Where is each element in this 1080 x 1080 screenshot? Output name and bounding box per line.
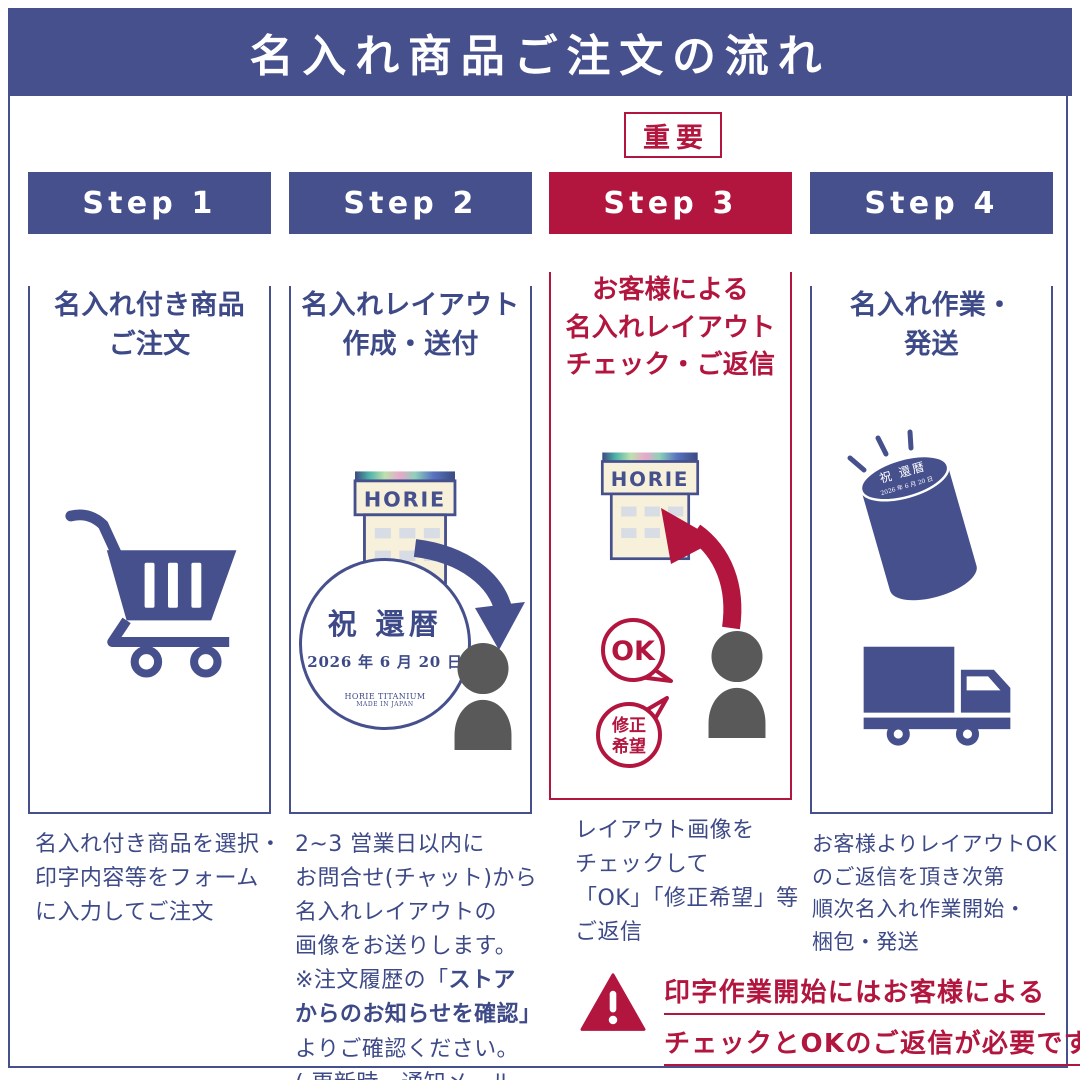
stamp-brand: HORIE TITANIUM bbox=[344, 692, 426, 701]
step4-label: Step 4 bbox=[864, 185, 999, 221]
step2-description: 2~3 営業日以内に お問合せ(チャット)から 名入れレイアウトの 画像をお送り… bbox=[295, 832, 542, 1080]
warning-text: 印字作業開始にはお客様による チェックとOKのご返信が必要です bbox=[664, 972, 1080, 1074]
reply-arrow-icon bbox=[661, 508, 742, 630]
step1-label: Step 1 bbox=[82, 185, 217, 221]
stamp-origin: MADE IN JAPAN bbox=[356, 701, 414, 708]
step3-header: Step 3 bbox=[549, 172, 792, 234]
step4-title: 名入れ作業・ 発送 bbox=[849, 290, 1014, 361]
shop-sign-text: HORIE bbox=[364, 487, 446, 511]
warning-note: 印字作業開始にはお客様による チェックとOKのご返信が必要です bbox=[580, 972, 1080, 1074]
step3-column: Step 3 お客様による 名入れレイアウト チェック・ご返信 HORIE bbox=[549, 172, 799, 950]
ok-bubble-icon: OK bbox=[601, 618, 673, 683]
ok-bubble-text: OK bbox=[611, 636, 656, 667]
delivery-truck-icon bbox=[863, 646, 1011, 746]
step3-body: お客様による 名入れレイアウト チェック・ご返信 HORIE bbox=[549, 272, 792, 800]
page-header: 名入れ商品ご注文の流れ bbox=[8, 8, 1072, 96]
warning-line2: チェックとOKのご返信が必要です bbox=[664, 1023, 1080, 1066]
step2-header: Step 2 bbox=[289, 172, 532, 234]
layout-proof-stamp: 祝 還暦 2026 年 6 月 20 日 HORIE TITANIUM MADE… bbox=[299, 558, 471, 730]
step1-column: Step 1 名入れ付き商品 ご注文 名入れ付き商品を選択・ 印字内容等をフォー… bbox=[28, 172, 282, 930]
warning-triangle-icon bbox=[580, 973, 646, 1031]
revise-bubble-icon: 修正 希望 bbox=[596, 696, 669, 768]
revise-bubble-line1: 修正 bbox=[611, 715, 646, 736]
send-arrow-icon bbox=[413, 539, 525, 650]
stamp-date: 2026 年 6 月 20 日 bbox=[307, 653, 463, 671]
step2-label: Step 2 bbox=[343, 185, 478, 221]
step3-label: Step 3 bbox=[603, 185, 738, 221]
step2-column: Step 2 名入れレイアウト 作成・送付 HORIE bbox=[289, 172, 542, 1080]
shopping-cart-icon bbox=[65, 509, 237, 678]
page-title: 名入れ商品ご注文の流れ bbox=[249, 31, 831, 82]
step1-body: 名入れ付き商品 ご注文 bbox=[28, 286, 271, 814]
step4-body: 名入れ作業・ 発送 祝 還暦 2026 年 6 月 20 日 bbox=[810, 286, 1053, 814]
step1-description: 名入れ付き商品を選択・ 印字内容等をフォーム に入力してご注文 bbox=[35, 832, 282, 926]
customer-icon bbox=[454, 642, 512, 750]
step4-column: Step 4 名入れ作業・ 発送 祝 還暦 2026 年 6 月 20 日 bbox=[810, 172, 1057, 958]
customer-icon bbox=[708, 630, 766, 738]
step3-description: レイアウト画像を チェックして 「OK」「修正希望」等 ご返信 bbox=[575, 818, 799, 946]
important-badge: 重要 bbox=[624, 112, 722, 158]
step4-description: お客様よりレイアウトOK のご返信を頂き次第 順次名入れ作業開始・ 梱包・発送 bbox=[812, 832, 1057, 954]
step2-body: 名入れレイアウト 作成・送付 HORIE 祝 還暦 2026 年 6 月 20 … bbox=[289, 286, 532, 814]
step1-title: 名入れ付き商品 ご注文 bbox=[54, 290, 245, 361]
shop-sign-text: HORIE bbox=[611, 468, 689, 491]
warning-line1: 印字作業開始にはお客様による bbox=[664, 972, 1046, 1015]
step1-header: Step 1 bbox=[28, 172, 271, 234]
step4-header: Step 4 bbox=[810, 172, 1053, 234]
revise-bubble-line2: 希望 bbox=[612, 736, 646, 757]
engraved-tumbler-icon: 祝 還暦 2026 年 6 月 20 日 bbox=[847, 429, 977, 601]
step2-title: 名入れレイアウト 作成・送付 bbox=[301, 290, 520, 361]
step3-title: お客様による 名入れレイアウト チェック・ご返信 bbox=[565, 275, 776, 381]
stamp-title: 祝 還暦 bbox=[327, 607, 443, 641]
